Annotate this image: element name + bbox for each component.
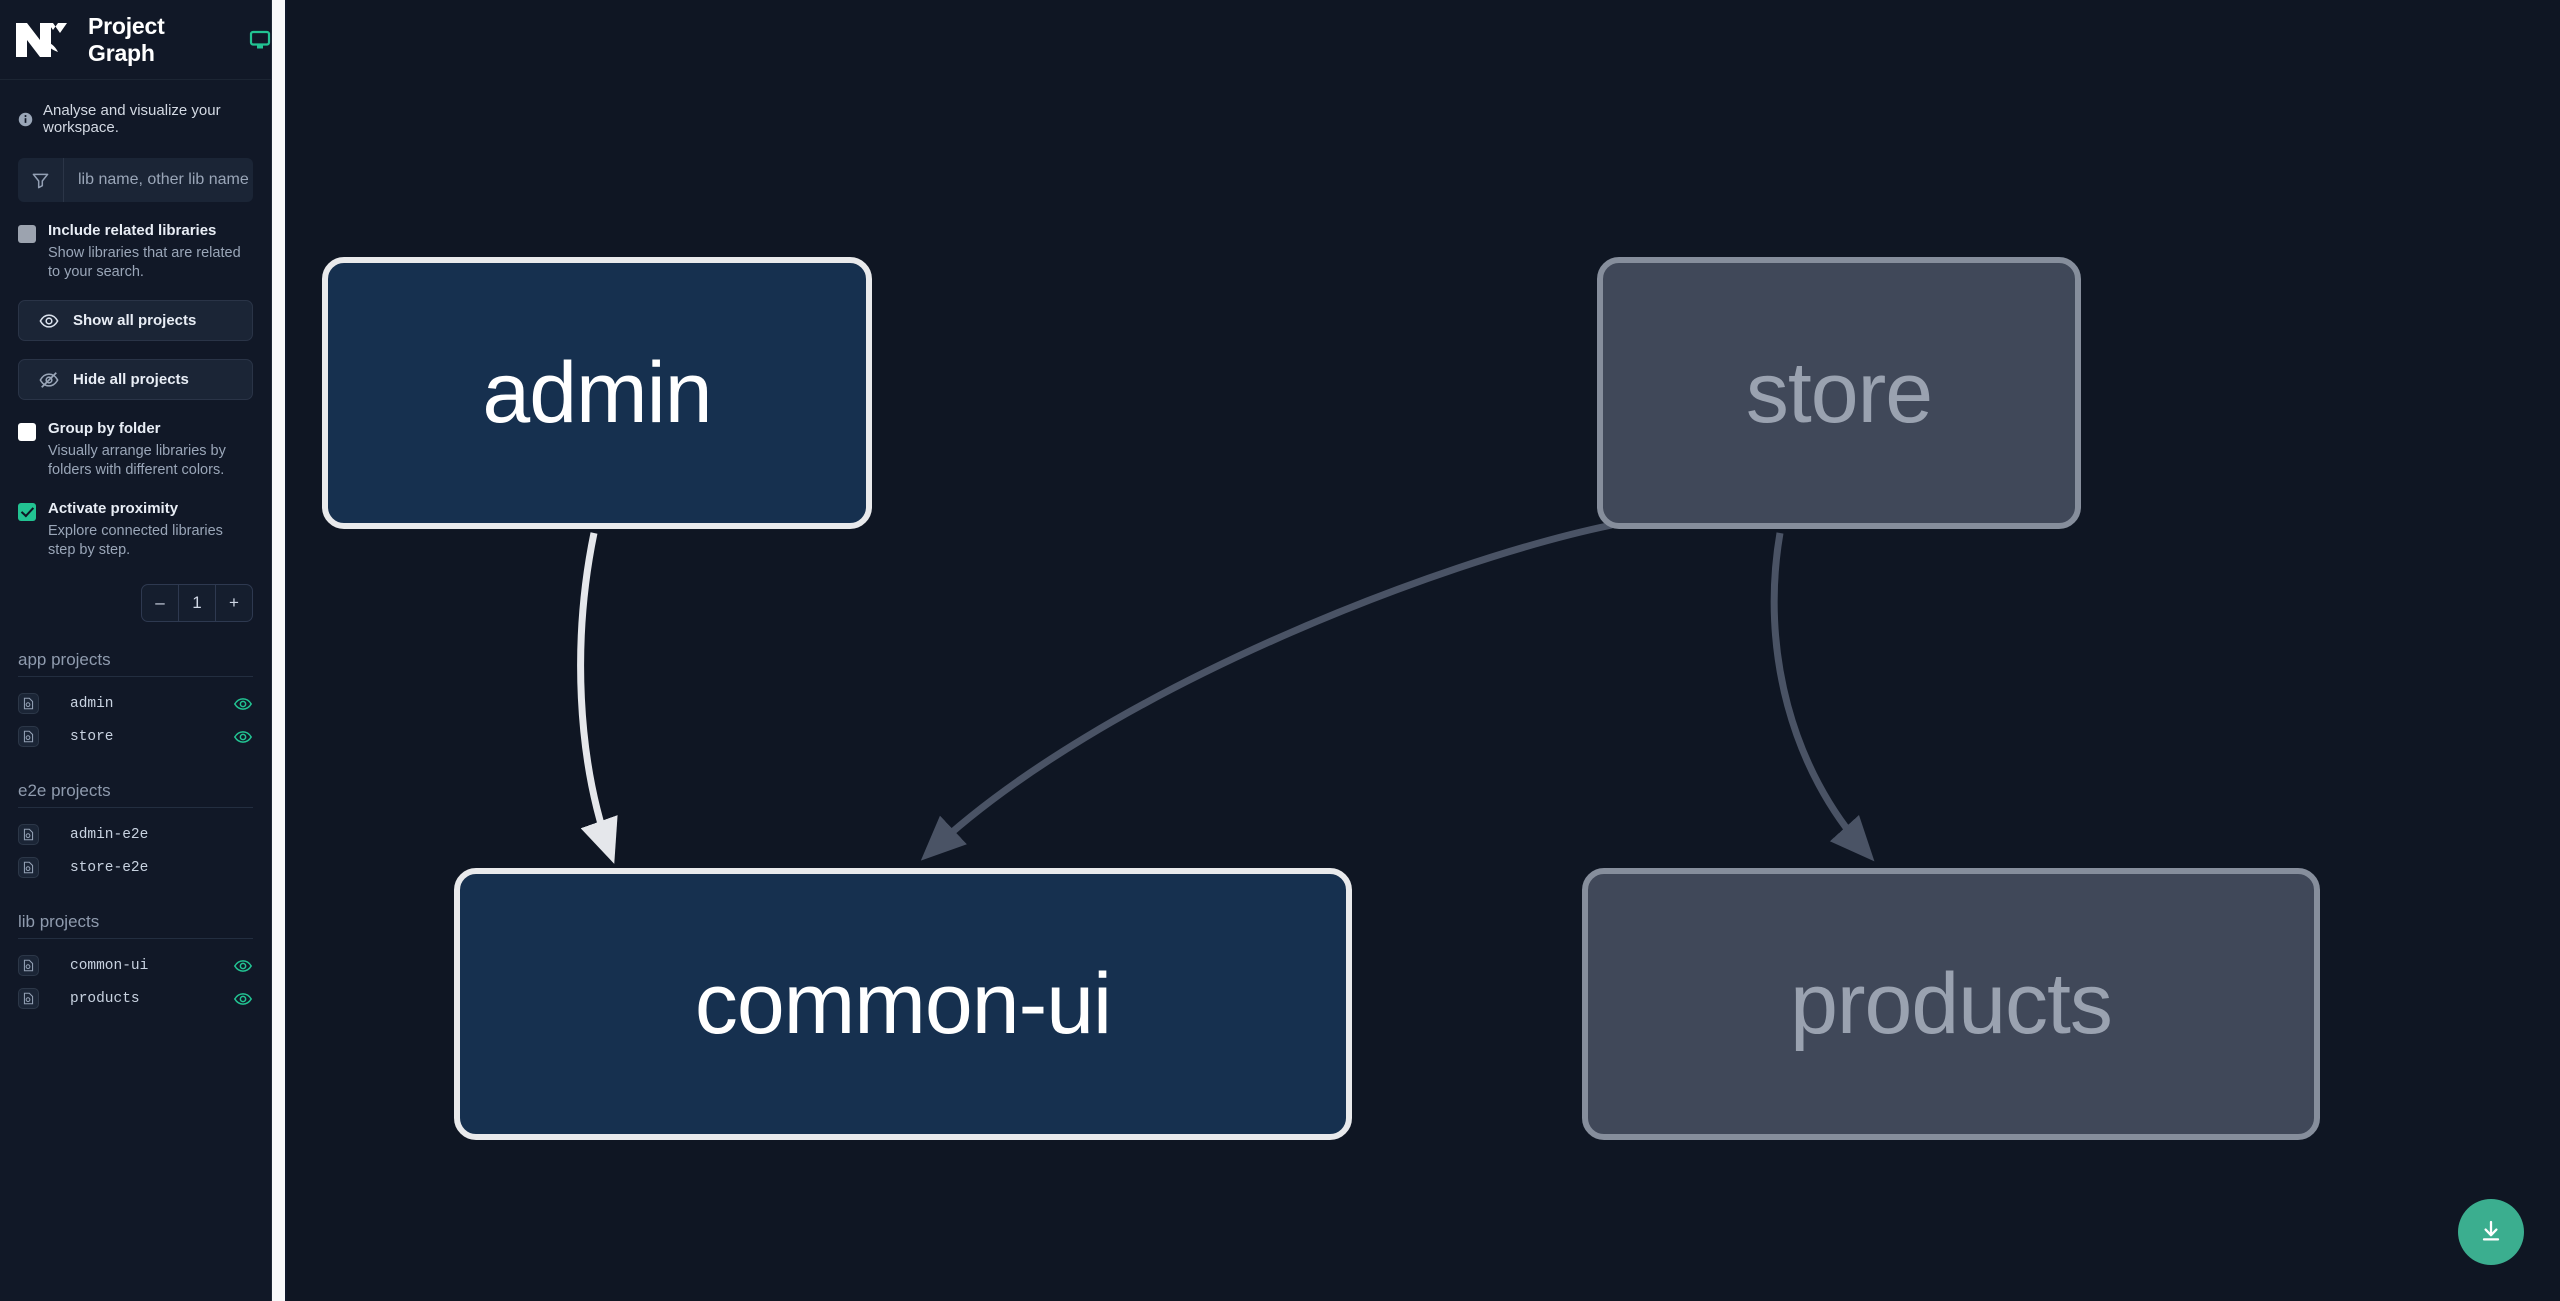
info-icon bbox=[18, 112, 33, 127]
sidebar-item-admin-e2e[interactable]: admin-e2e bbox=[18, 818, 253, 851]
sidebar: Project Graph Analyse and visualize your… bbox=[0, 0, 272, 1301]
section-app-projects: app projects admin bbox=[0, 650, 271, 753]
eye-icon[interactable] bbox=[233, 694, 253, 714]
page-title: Project Graph bbox=[88, 12, 165, 66]
search-field[interactable] bbox=[18, 158, 253, 202]
graph-node-label: store bbox=[1745, 345, 1933, 441]
section-divider bbox=[18, 938, 253, 939]
graph-node-label: admin bbox=[482, 345, 712, 441]
project-file-icon bbox=[18, 857, 39, 878]
option-label: Activate proximity bbox=[48, 500, 179, 517]
edge-store-to-common-ui bbox=[920, 521, 1613, 861]
hide-all-projects-button[interactable]: Hide all projects bbox=[18, 359, 253, 400]
filter-funnel-icon bbox=[18, 158, 64, 202]
eye-off-icon bbox=[39, 370, 59, 390]
proximity-decrement-button[interactable]: – bbox=[155, 593, 165, 612]
project-name: store bbox=[70, 728, 114, 745]
proximity-value: 1 bbox=[178, 585, 215, 621]
option-description: Show libraries that are related to your … bbox=[48, 244, 241, 280]
tagline-text: Analyse and visualize your workspace. bbox=[43, 102, 221, 136]
edge-store-to-products bbox=[1770, 532, 1875, 862]
project-file-icon bbox=[18, 955, 39, 976]
sidebar-edge bbox=[285, 0, 287, 1301]
project-name: admin-e2e bbox=[70, 826, 149, 843]
option-group-by-folder[interactable]: Group by folder Visually arrange librari… bbox=[0, 420, 271, 480]
checkbox-include-related-libraries[interactable] bbox=[18, 225, 36, 243]
checkbox-group-by-folder[interactable] bbox=[18, 423, 36, 441]
show-all-projects-label: Show all projects bbox=[73, 312, 197, 329]
graph-node-label: products bbox=[1790, 956, 2113, 1052]
search-input[interactable] bbox=[64, 158, 253, 202]
project-name: common-ui bbox=[70, 957, 149, 974]
section-e2e-projects: e2e projects admin-e2e bbox=[0, 781, 271, 884]
proximity-stepper[interactable]: – 1 + bbox=[141, 584, 253, 622]
eye-icon[interactable] bbox=[233, 956, 253, 976]
graph-node-common-ui[interactable]: common-ui bbox=[454, 868, 1352, 1140]
sidebar-header: Project Graph bbox=[0, 0, 271, 80]
eye-icon[interactable] bbox=[233, 727, 253, 747]
sidebar-resize-handle[interactable] bbox=[272, 0, 285, 1301]
download-arrow-icon bbox=[2478, 1218, 2504, 1247]
section-title: lib projects bbox=[18, 912, 100, 931]
tagline: Analyse and visualize your workspace. bbox=[0, 80, 271, 136]
proximity-increment-button[interactable]: + bbox=[215, 585, 252, 621]
eye-icon bbox=[39, 311, 59, 331]
sidebar-item-admin[interactable]: admin bbox=[18, 687, 253, 720]
edge-admin-to-common-ui bbox=[577, 532, 618, 864]
monitor-icon[interactable] bbox=[249, 29, 271, 51]
graph-node-label: common-ui bbox=[694, 956, 1112, 1052]
graph-node-products[interactable]: products bbox=[1582, 868, 2320, 1140]
section-divider bbox=[18, 676, 253, 677]
option-include-related-libraries[interactable]: Include related libraries Show libraries… bbox=[0, 222, 271, 282]
graph-node-store[interactable]: store bbox=[1597, 257, 2081, 529]
section-title: e2e projects bbox=[18, 781, 111, 800]
option-label: Include related libraries bbox=[48, 222, 217, 239]
sidebar-item-store[interactable]: store bbox=[18, 720, 253, 753]
option-label: Group by folder bbox=[48, 420, 161, 437]
project-file-icon bbox=[18, 726, 39, 747]
download-button[interactable] bbox=[2458, 1199, 2524, 1265]
option-description: Visually arrange libraries by folders wi… bbox=[48, 442, 226, 478]
sidebar-item-common-ui[interactable]: common-ui bbox=[18, 949, 253, 982]
project-file-icon bbox=[18, 824, 39, 845]
section-lib-projects: lib projects common-ui bbox=[0, 912, 271, 1015]
section-divider bbox=[18, 807, 253, 808]
graph-edges bbox=[577, 521, 1875, 864]
graph-node-admin[interactable]: admin bbox=[322, 257, 872, 529]
project-name: products bbox=[70, 990, 140, 1007]
option-description: Explore connected libraries step by step… bbox=[48, 522, 223, 558]
eye-icon[interactable] bbox=[233, 989, 253, 1009]
project-file-icon bbox=[18, 988, 39, 1009]
sidebar-item-products[interactable]: products bbox=[18, 982, 253, 1015]
sidebar-item-store-e2e[interactable]: store-e2e bbox=[18, 851, 253, 884]
show-all-projects-button[interactable]: Show all projects bbox=[18, 300, 253, 341]
project-name: admin bbox=[70, 695, 114, 712]
checkbox-activate-proximity[interactable] bbox=[18, 503, 36, 521]
project-file-icon bbox=[18, 693, 39, 714]
graph-canvas[interactable]: admin store common-ui products bbox=[272, 0, 2560, 1301]
hide-all-projects-label: Hide all projects bbox=[73, 371, 189, 388]
option-activate-proximity[interactable]: Activate proximity Explore connected lib… bbox=[0, 500, 271, 560]
section-title: app projects bbox=[18, 650, 111, 669]
nx-logo-icon bbox=[14, 17, 68, 63]
project-name: store-e2e bbox=[70, 859, 149, 876]
